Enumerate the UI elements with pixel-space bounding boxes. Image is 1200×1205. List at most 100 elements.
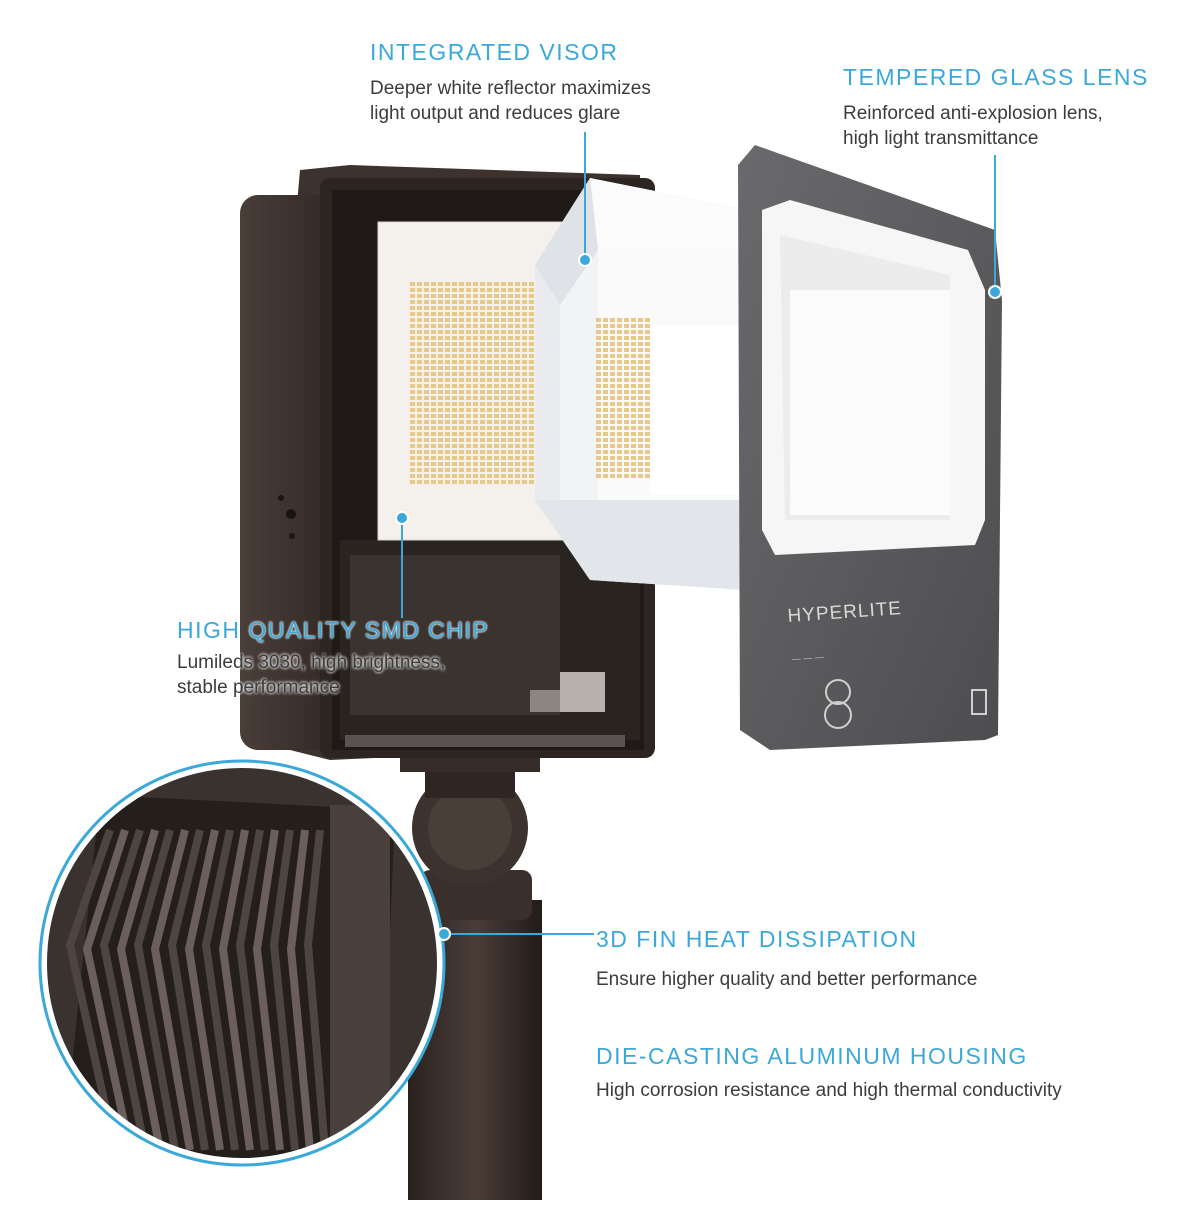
led-chip [522, 288, 527, 292]
led-chip [487, 474, 492, 478]
led-chip [466, 318, 471, 322]
led-chip [480, 300, 485, 304]
led-chip [529, 396, 534, 400]
led-chip [638, 318, 643, 322]
led-chip [501, 480, 506, 484]
pole [400, 752, 542, 1200]
led-chip [522, 306, 527, 310]
led-chip [603, 420, 608, 424]
led-chip [617, 420, 622, 424]
led-chip [522, 348, 527, 352]
led-chip [631, 354, 636, 358]
led-chip [522, 390, 527, 394]
led-chip [596, 318, 601, 322]
led-chip [438, 450, 443, 454]
visor-leader-dot [578, 253, 592, 267]
led-chip [603, 402, 608, 406]
led-chip [617, 378, 622, 382]
led-chip [529, 438, 534, 442]
led-chip [501, 420, 506, 424]
led-chip [529, 468, 534, 472]
led-chip [529, 450, 534, 454]
led-chip [515, 282, 520, 286]
led-chip [501, 336, 506, 340]
led-chip [515, 306, 520, 310]
callout-integrated-visor: INTEGRATED VISOR Deeper white reflector … [370, 38, 651, 126]
led-chip [508, 354, 513, 358]
led-chip [522, 282, 527, 286]
led-chip [431, 336, 436, 340]
led-chip [459, 354, 464, 358]
led-chip [494, 348, 499, 352]
led-chip [480, 456, 485, 460]
led-chip [431, 342, 436, 346]
led-chip [487, 390, 492, 394]
led-chip [431, 312, 436, 316]
led-chip [610, 366, 615, 370]
led-chip [603, 468, 608, 472]
led-chip [445, 306, 450, 310]
led-chip [452, 474, 457, 478]
led-chip [494, 426, 499, 430]
led-chip [487, 354, 492, 358]
led-chip [603, 396, 608, 400]
led-chip [424, 450, 429, 454]
led-chip [410, 282, 415, 286]
led-chip [494, 354, 499, 358]
led-chip [515, 432, 520, 436]
led-chip [515, 294, 520, 298]
led-chip [424, 420, 429, 424]
led-chip [631, 324, 636, 328]
led-chip [494, 390, 499, 394]
led-chip [424, 366, 429, 370]
led-chip [445, 342, 450, 346]
led-chip [596, 432, 601, 436]
led-chip [596, 336, 601, 340]
led-chip [529, 294, 534, 298]
led-chip [466, 432, 471, 436]
led-chip [529, 300, 534, 304]
led-chip [501, 366, 506, 370]
led-chip [631, 378, 636, 382]
led-chip [417, 450, 422, 454]
led-chip [515, 456, 520, 460]
led-chip [617, 396, 622, 400]
led-chip [438, 438, 443, 442]
led-chip [417, 318, 422, 322]
led-chip [459, 426, 464, 430]
led-chip [452, 420, 457, 424]
led-chip [501, 408, 506, 412]
led-chip [494, 378, 499, 382]
led-chip [638, 402, 643, 406]
led-chip [466, 402, 471, 406]
led-chip [610, 414, 615, 418]
led-chip [638, 456, 643, 460]
led-chip [638, 396, 643, 400]
led-chip [424, 432, 429, 436]
led-chip [452, 330, 457, 334]
led-chip [431, 444, 436, 448]
led-chip [522, 420, 527, 424]
led-chip [645, 396, 650, 400]
led-chip [410, 450, 415, 454]
led-chip [487, 462, 492, 466]
led-chip [529, 306, 534, 310]
led-chip [480, 378, 485, 382]
led-chip [617, 462, 622, 466]
led-chip [452, 366, 457, 370]
led-chip [452, 384, 457, 388]
led-chip [522, 414, 527, 418]
led-chip [473, 474, 478, 478]
led-chip [487, 342, 492, 346]
led-chip [438, 420, 443, 424]
led-chip [487, 396, 492, 400]
led-chip [473, 300, 478, 304]
led-chip [438, 432, 443, 436]
led-chip [631, 318, 636, 322]
led-chip [529, 366, 534, 370]
led-chip [501, 288, 506, 292]
led-chip [431, 324, 436, 328]
led-chip [645, 372, 650, 376]
led-chip [508, 318, 513, 322]
led-chip [529, 342, 534, 346]
